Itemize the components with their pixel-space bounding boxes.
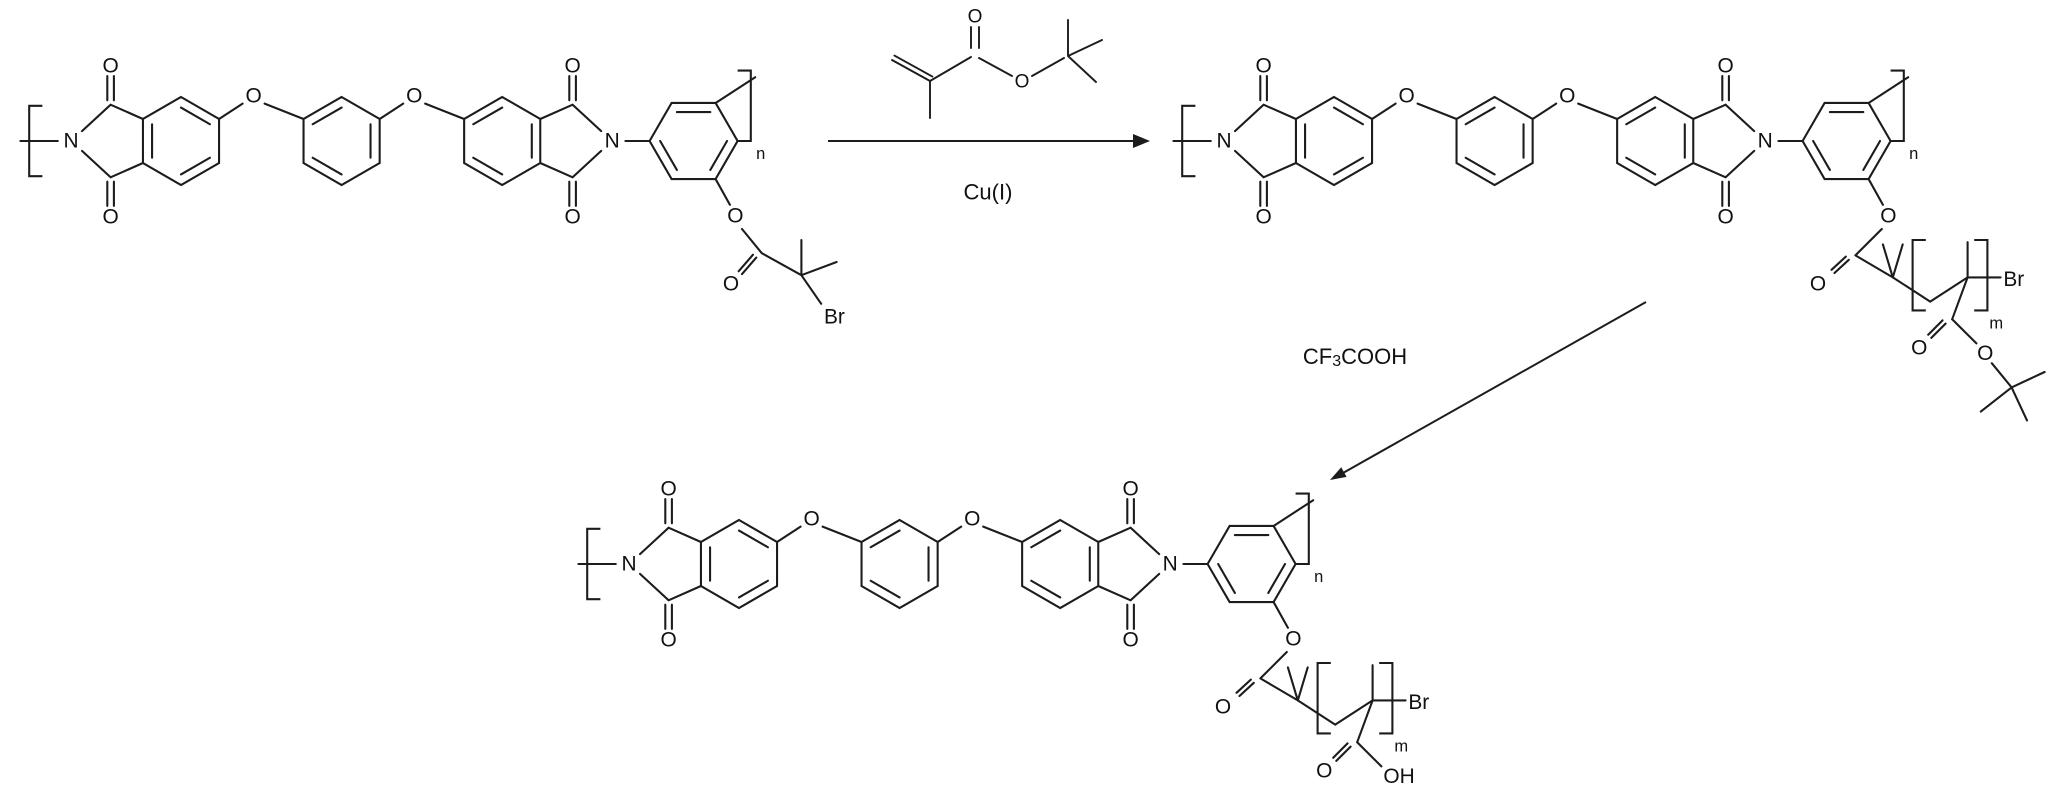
- monomer-bonds: [891, 19, 1103, 119]
- atom-label-oxygen: O: [723, 273, 739, 296]
- structure-tert-butyl-methacrylate: O O: [891, 7, 1103, 119]
- atom-label-oxygen: O: [1977, 342, 1993, 365]
- structure-graft-tbu-ester: O: [1172, 53, 2046, 422]
- acid-label-suffix: COOH: [1341, 344, 1407, 369]
- arrow-head: [1330, 467, 1347, 480]
- acid-label-prefix: CF: [1303, 344, 1332, 369]
- atom-label-oxygen: O: [1015, 72, 1030, 93]
- atom-label-bromine: Br: [824, 306, 845, 329]
- reaction-arrow-2: [1330, 301, 1647, 480]
- acid-label-subscript: 3: [1332, 353, 1341, 370]
- tbu-ester-bonds: [1951, 318, 2046, 422]
- catalyst-label: Cu(I): [964, 180, 1013, 205]
- atom-label-oxygen: O: [968, 7, 983, 28]
- acid-end-bonds: [1356, 741, 1383, 768]
- structure-graft-carboxylic-acid: OH: [577, 476, 1431, 788]
- reaction-arrow-1: [828, 134, 1150, 148]
- structure-macroinitiator: O Br: [19, 53, 845, 329]
- arrow-shaft: [1342, 301, 1647, 474]
- atom-label-hydroxyl: OH: [1383, 765, 1414, 788]
- arrow-head: [1133, 134, 1150, 148]
- initiator-end-group-bonds: [737, 227, 838, 305]
- acid-reagent-label: CF3COOH: [1303, 344, 1407, 370]
